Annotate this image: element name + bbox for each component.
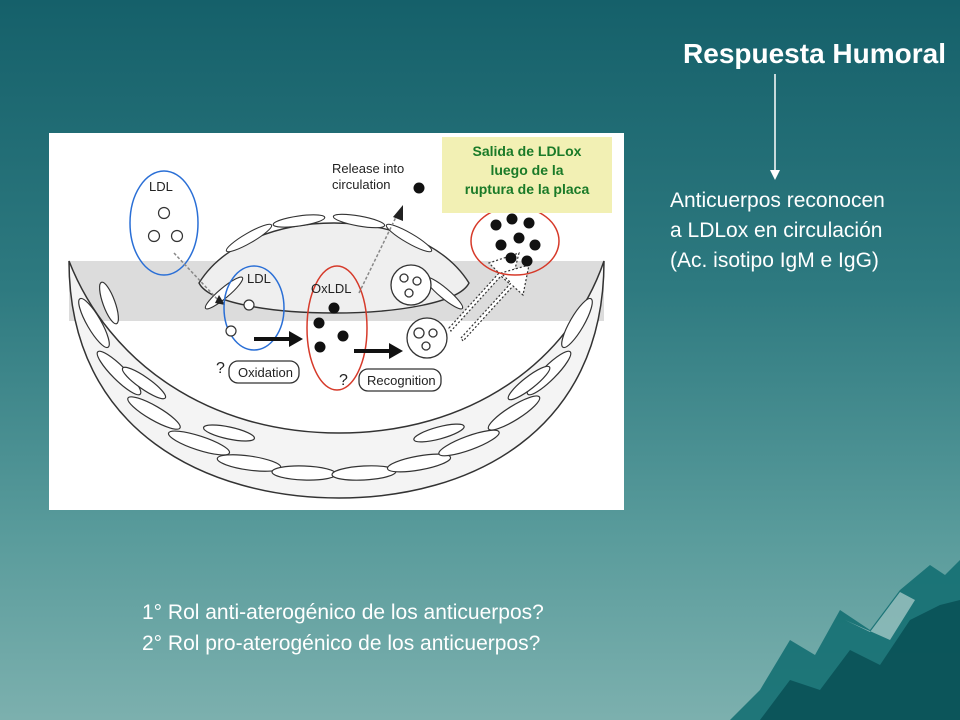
annotation-line: ruptura de la placa — [464, 181, 590, 197]
oxldl-particles — [313, 302, 349, 353]
annotation-line: luego de la — [490, 162, 564, 178]
side-text-line: (Ac. isotipo IgM e IgG) — [670, 249, 879, 272]
side-text-block: Anticuerpos reconocen a LDLox en circula… — [670, 186, 955, 276]
question-mark-1: ? — [216, 360, 225, 377]
plaque-diagram: LDL LDL ? Oxidation OxLDL ? — [49, 133, 624, 510]
questions-block: 1° Rol anti-aterogénico de los anticuerp… — [142, 597, 544, 659]
ldl-circle-mid — [223, 265, 285, 351]
cap-cells — [204, 213, 464, 310]
ldl-particles-top — [147, 206, 184, 243]
label-recognition: Recognition — [367, 373, 436, 388]
recognition-box — [358, 368, 442, 392]
question-line: 1° Rol anti-aterogénico de los anticuerp… — [142, 601, 544, 624]
rupture-arrow — [448, 252, 530, 342]
oxidation-arrowhead — [289, 331, 303, 347]
ldl-path-arrow — [173, 252, 220, 302]
macrophage-bottom — [406, 317, 448, 359]
ldl-circle-top — [129, 170, 199, 276]
rupture-annotation: Salida de LDLox luego de la ruptura de l… — [442, 137, 612, 213]
oxidation-box — [228, 360, 300, 384]
side-text-line: a LDLox en circulación — [670, 219, 883, 242]
label-ldl-top: LDL — [149, 179, 173, 194]
released-particle — [413, 182, 425, 194]
label-oxldl: OxLDL — [311, 281, 351, 296]
macrophage-top — [390, 264, 432, 306]
recognition-arrowhead — [389, 343, 403, 359]
released-oxldl-particles — [490, 213, 541, 267]
label-ldl-mid: LDL — [247, 271, 271, 286]
release-path-arrow — [358, 214, 398, 294]
oxldl-circle — [306, 265, 368, 391]
slide-title: Respuesta Humoral — [683, 38, 946, 69]
question-mark-2: ? — [339, 372, 348, 389]
label-release-1: Release into — [332, 161, 404, 176]
ldl-particles-mid — [225, 299, 255, 337]
release-path-arrowhead — [393, 205, 403, 221]
label-oxidation: Oxidation — [238, 365, 293, 380]
ldl-path-arrowhead — [215, 295, 225, 305]
smooth-muscle-cells — [78, 281, 593, 481]
label-release-2: circulation — [332, 177, 391, 192]
question-line: 2° Rol pro-aterogénico de los anticuerpo… — [142, 632, 541, 655]
annotation-line: Salida de LDLox — [472, 143, 582, 159]
plaque-cap — [198, 222, 470, 314]
side-text-line: Anticuerpos reconocen — [670, 189, 885, 212]
